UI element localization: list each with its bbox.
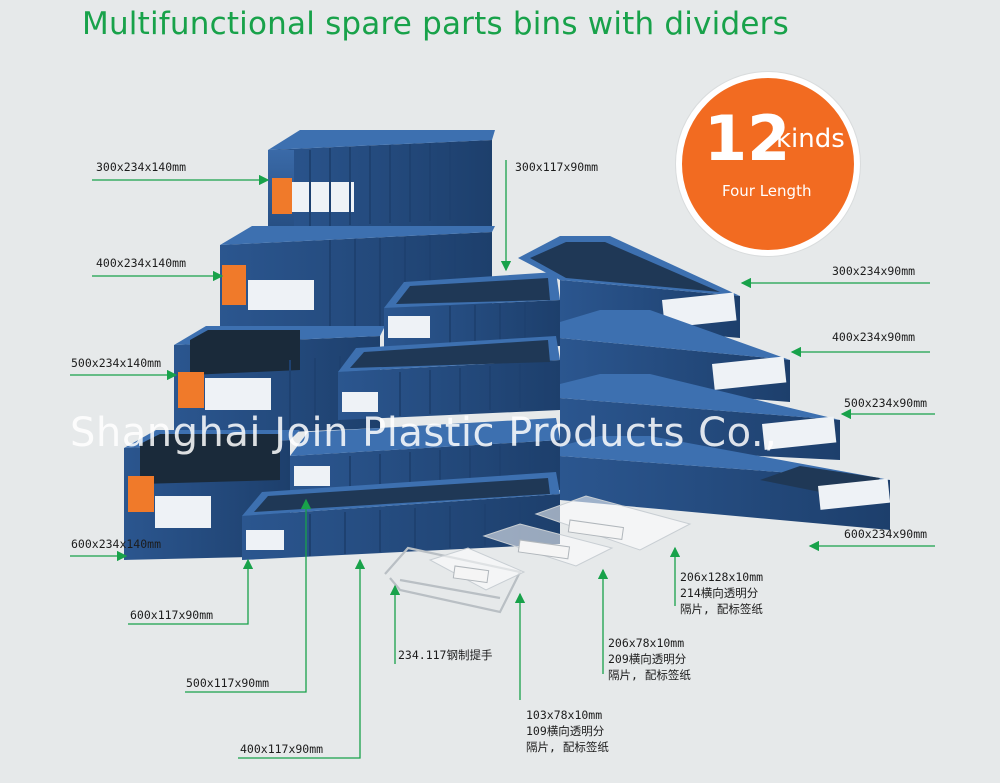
badge-number: 12 bbox=[704, 102, 791, 175]
divider-large bbox=[534, 495, 692, 551]
label-divider-103x78-2: 109横向透明分 bbox=[526, 724, 605, 738]
label-500x234x140: 500x234x140mm bbox=[71, 356, 162, 370]
label-divider-103x78-1: 103x78x10mm bbox=[526, 708, 603, 722]
kinds-badge: 12 kinds Four Length bbox=[676, 72, 860, 256]
label-500x117x90: 500x117x90mm bbox=[186, 676, 270, 690]
label-divider-206x78-3: 隔片, 配标签纸 bbox=[608, 668, 691, 682]
label-600x117x90: 600x117x90mm bbox=[130, 608, 214, 622]
label-300x234x140: 300x234x140mm bbox=[96, 160, 187, 174]
label-divider-206x128-1: 206x128x10mm bbox=[680, 570, 764, 584]
label-400x234x90: 400x234x90mm bbox=[832, 330, 916, 344]
bin-600x234x90 bbox=[560, 436, 891, 530]
bin-600x117x90 bbox=[242, 472, 560, 560]
label-500x234x90: 500x234x90mm bbox=[844, 396, 928, 410]
label-wire-handle: 234.117钢制提手 bbox=[398, 648, 493, 662]
page-title: Multifunctional spare parts bins with di… bbox=[82, 6, 789, 42]
label-divider-103x78-3: 隔片, 配标签纸 bbox=[526, 740, 609, 754]
bin-400x117x90 bbox=[338, 336, 560, 420]
leader-arrows bbox=[70, 160, 935, 759]
bin-300x234x140 bbox=[268, 130, 495, 238]
label-600x234x90: 600x234x90mm bbox=[844, 527, 928, 541]
label-300x234x90: 300x234x90mm bbox=[832, 264, 916, 278]
label-divider-206x78-2: 209横向透明分 bbox=[608, 652, 687, 666]
label-600x234x140: 600x234x140mm bbox=[71, 537, 162, 551]
bin-600x234x140 bbox=[124, 430, 300, 560]
label-divider-206x128-3: 隔片, 配标签纸 bbox=[680, 602, 763, 616]
divider-small bbox=[428, 547, 526, 591]
bin-500x234x140 bbox=[174, 326, 385, 437]
badge-subtitle: Four Length bbox=[722, 182, 812, 200]
divider-medium bbox=[482, 523, 614, 567]
watermark-text: Shanghai Join Plastic Products Co., bbox=[70, 410, 778, 456]
badge-unit: kinds bbox=[776, 124, 845, 154]
label-300x117x90: 300x117x90mm bbox=[515, 160, 599, 174]
label-400x234x140: 400x234x140mm bbox=[96, 256, 187, 270]
label-divider-206x128-2: 214横向透明分 bbox=[680, 586, 759, 600]
label-400x117x90: 400x117x90mm bbox=[240, 742, 324, 756]
label-divider-206x78-1: 206x78x10mm bbox=[608, 636, 685, 650]
